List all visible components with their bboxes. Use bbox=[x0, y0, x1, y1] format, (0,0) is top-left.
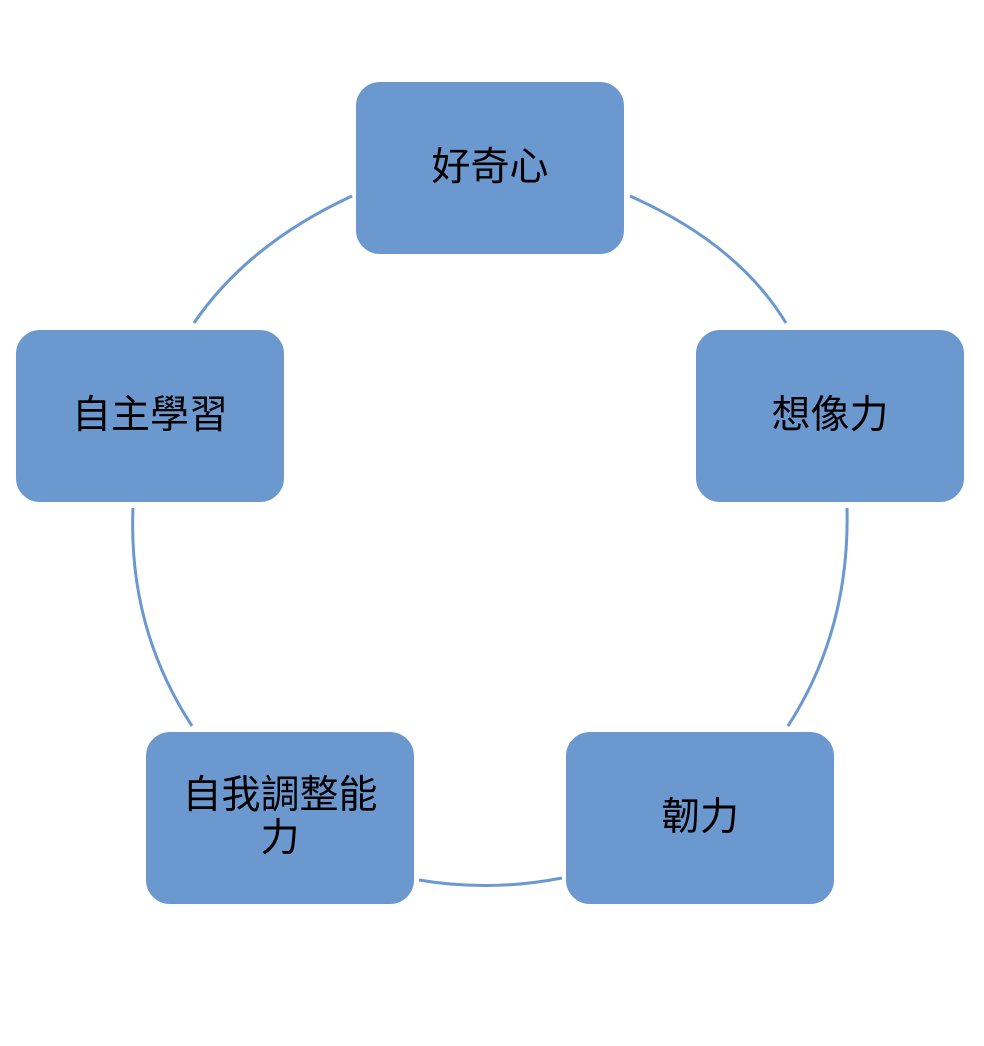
connector-arc-5 bbox=[192, 194, 353, 324]
node-curiosity: 好奇心 bbox=[354, 80, 626, 256]
node-curiosity-label: 好奇心 bbox=[431, 144, 549, 190]
node-imagination-label: 想像力 bbox=[771, 392, 889, 438]
connector-arc-1 bbox=[629, 194, 788, 324]
connector-arc-2 bbox=[786, 507, 849, 727]
connector-arc-4 bbox=[131, 507, 194, 727]
node-self-directed-learning-label: 自主學習 bbox=[71, 392, 228, 438]
node-resilience-label: 韌力 bbox=[660, 794, 739, 840]
node-self-regulation-label: 自我調整能力 bbox=[182, 773, 378, 861]
node-resilience: 韌力 bbox=[564, 730, 836, 906]
node-self-regulation: 自我調整能力 bbox=[144, 730, 416, 906]
node-imagination: 想像力 bbox=[694, 328, 966, 504]
connector-arc-3 bbox=[418, 876, 563, 888]
node-self-directed-learning: 自主學習 bbox=[14, 328, 286, 504]
